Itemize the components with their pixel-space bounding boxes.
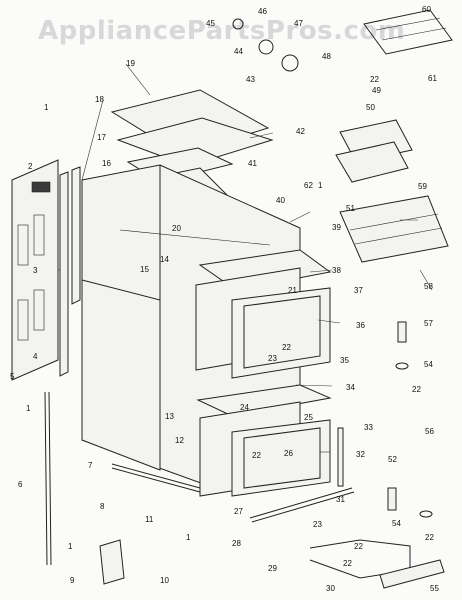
callout-18: 18: [95, 95, 104, 104]
callout-1: 1: [44, 103, 49, 112]
lower-liner-frames: [196, 384, 332, 497]
knob: [281, 54, 299, 72]
callout-40: 40: [276, 196, 285, 205]
callout-47: 47: [294, 19, 303, 28]
callout-59: 59: [418, 182, 427, 191]
front-trim: [249, 487, 353, 519]
callout-19: 19: [126, 59, 135, 68]
callout-22: 22: [425, 533, 434, 542]
callout-25: 25: [304, 413, 313, 422]
callout-52: 52: [388, 455, 397, 464]
callout-8: 8: [100, 502, 105, 511]
callout-22: 22: [282, 343, 291, 352]
callout-41: 41: [248, 159, 257, 168]
callout-62: 62: [304, 181, 313, 190]
callout-1: 1: [26, 404, 31, 413]
callout-12: 12: [175, 436, 184, 445]
callout-23: 23: [313, 520, 322, 529]
callout-54: 54: [392, 519, 401, 528]
callout-48: 48: [322, 52, 331, 61]
element-bracket: [397, 321, 407, 343]
callout-55: 55: [430, 584, 439, 593]
broiler-pan: [335, 119, 413, 183]
callout-49: 49: [372, 86, 381, 95]
side-panel: [11, 159, 59, 381]
upper-liner-frames: [195, 249, 332, 379]
callout-21: 21: [288, 286, 297, 295]
callout-33: 33: [364, 423, 373, 432]
callout-1: 1: [68, 542, 73, 551]
callout-27: 27: [234, 507, 243, 516]
callout-20: 20: [172, 224, 181, 233]
callout-11: 11: [145, 515, 154, 524]
callout-42: 42: [296, 127, 305, 136]
callout-44: 44: [234, 47, 243, 56]
callout-32: 32: [356, 450, 365, 459]
callout-45: 45: [206, 19, 215, 28]
bracket: [99, 539, 125, 585]
callout-22: 22: [370, 75, 379, 84]
callout-39: 39: [332, 223, 341, 232]
callout-4: 4: [33, 352, 38, 361]
callout-5: 5: [10, 372, 15, 381]
callout-26: 26: [284, 449, 293, 458]
callout-38: 38: [332, 266, 341, 275]
callout-14: 14: [160, 255, 169, 264]
callout-24: 24: [240, 403, 249, 412]
callout-22: 22: [343, 559, 352, 568]
callout-28: 28: [232, 539, 241, 548]
callout-31: 31: [336, 495, 345, 504]
callout-56: 56: [425, 427, 434, 436]
callout-61: 61: [428, 74, 437, 83]
callout-16: 16: [102, 159, 111, 168]
callout-29: 29: [268, 564, 277, 573]
rod: [44, 391, 48, 566]
callout-50: 50: [366, 103, 375, 112]
callout-30: 30: [326, 584, 335, 593]
callout-51: 51: [346, 204, 355, 213]
callout-6: 6: [18, 480, 23, 489]
callout-22: 22: [412, 385, 421, 394]
callout-7: 7: [88, 461, 93, 470]
callout-35: 35: [340, 356, 349, 365]
callout-1: 1: [186, 533, 191, 542]
heating-element: [363, 9, 453, 55]
callout-10: 10: [160, 576, 169, 585]
oven-rack: [339, 195, 449, 263]
callout-54: 54: [424, 360, 433, 369]
callout-9: 9: [70, 576, 75, 585]
leader-lines: [58, 63, 433, 453]
callout-15: 15: [140, 265, 149, 274]
callout-1: 1: [318, 181, 323, 190]
callout-46: 46: [258, 7, 267, 16]
callout-60: 60: [422, 5, 431, 14]
callout-37: 37: [354, 286, 363, 295]
callout-58: 58: [424, 282, 433, 291]
callout-57: 57: [424, 319, 433, 328]
callout-13: 13: [165, 412, 174, 421]
side-strip: [59, 166, 81, 377]
callout-3: 3: [33, 266, 38, 275]
callout-36: 36: [356, 321, 365, 330]
callout-43: 43: [246, 75, 255, 84]
bottom-strip: [111, 463, 201, 489]
callout-2: 2: [28, 162, 33, 171]
callout-22: 22: [354, 542, 363, 551]
callout-22: 22: [252, 451, 261, 460]
callout-17: 17: [97, 133, 106, 142]
lower-element: [309, 539, 411, 579]
callout-34: 34: [346, 383, 355, 392]
callout-23: 23: [268, 354, 277, 363]
